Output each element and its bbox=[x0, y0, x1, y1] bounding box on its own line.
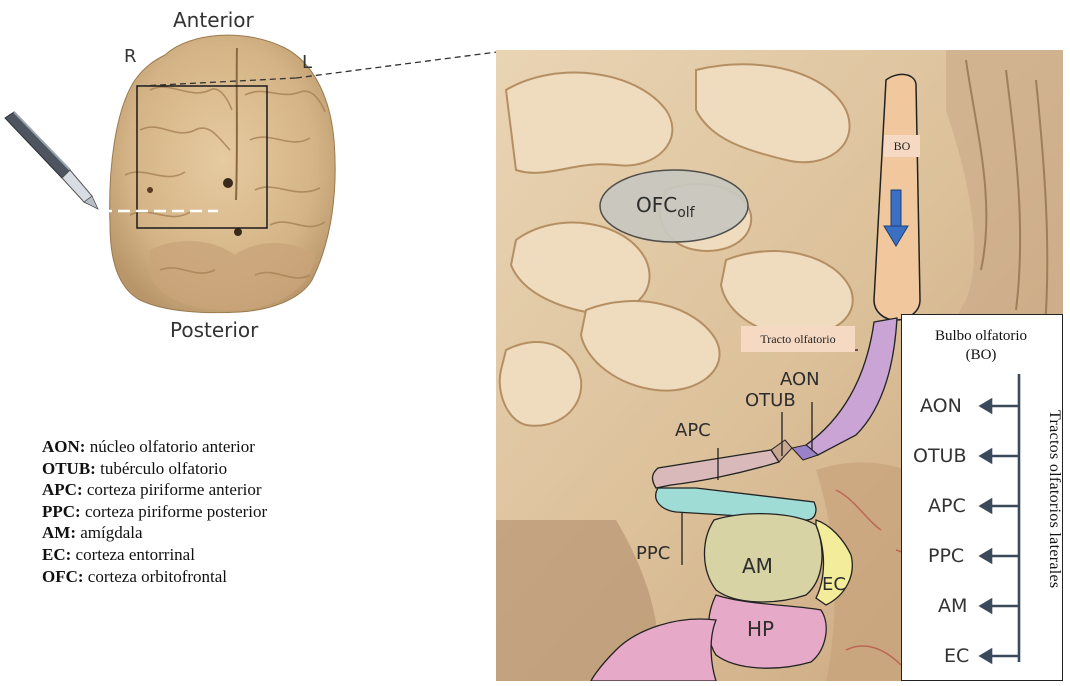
zoom-line-to-panel bbox=[296, 52, 497, 78]
bo-tag: BO bbox=[884, 135, 920, 157]
brain-thumbnail bbox=[0, 0, 500, 340]
legend-row-ppc: PPC: corteza piriforme posterior bbox=[42, 501, 267, 523]
left-side-label: L bbox=[302, 52, 312, 73]
scalpel-icon bbox=[5, 112, 98, 209]
legend-row-apc: APC: corteza piriforme anterior bbox=[42, 479, 267, 501]
legend-row-aon: AON: núcleo olfatorio anterior bbox=[42, 436, 267, 458]
posterior-label: Posterior bbox=[170, 318, 258, 342]
anterior-label: Anterior bbox=[173, 8, 254, 32]
tract-item-ec: EC bbox=[944, 645, 969, 667]
legend-row-am: AM: amígdala bbox=[42, 522, 267, 544]
legend-row-otub: OTUB: tubérculo olfatorio bbox=[42, 458, 267, 480]
tract-item-am: AM bbox=[938, 595, 967, 617]
legend-row-ofc: OFC: corteza orbitofrontal bbox=[42, 566, 267, 588]
tract-item-otub: OTUB bbox=[913, 445, 967, 467]
legend-row-ec: EC: corteza entorrinal bbox=[42, 544, 267, 566]
hp-label: HP bbox=[747, 617, 774, 641]
ofc-label: OFColf bbox=[636, 193, 695, 221]
am-label: AM bbox=[742, 554, 773, 578]
otub-label: OTUB bbox=[745, 390, 796, 411]
tract-item-ppc: PPC bbox=[928, 545, 964, 567]
aon-label: AON bbox=[780, 369, 820, 390]
tract-item-aon: AON bbox=[920, 395, 962, 417]
tract-item-apc: APC bbox=[928, 495, 966, 517]
right-side-label: R bbox=[124, 46, 137, 67]
ppc-label: PPC bbox=[636, 543, 670, 564]
tractos-laterales-label: Tractos olfatorios laterales bbox=[1023, 410, 1063, 640]
tracto-olfatorio-tag: Tracto olfatorio bbox=[741, 326, 855, 352]
ec-label: EC bbox=[822, 574, 846, 595]
legend: AON: núcleo olfatorio anterior OTUB: tub… bbox=[42, 436, 267, 587]
apc-label: APC bbox=[675, 420, 711, 441]
